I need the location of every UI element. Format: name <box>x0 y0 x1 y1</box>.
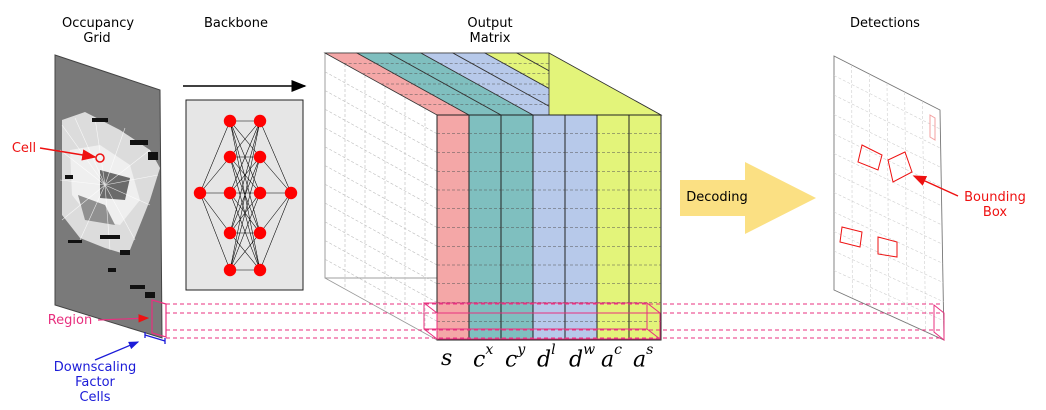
cell-arrow <box>39 147 97 161</box>
cell-label: Cell <box>11 141 37 156</box>
region-box <box>151 299 167 338</box>
bounding-box-arrow <box>912 175 959 197</box>
channel-label: as <box>633 342 654 373</box>
downscaling-bracket <box>144 334 166 342</box>
output-matrix-icon <box>323 52 663 341</box>
network-diagram-icon <box>185 99 304 291</box>
region-tube <box>166 303 940 339</box>
neuron-node <box>223 226 237 240</box>
bounding-box-shape <box>857 144 883 171</box>
channel-label: cx <box>473 342 494 373</box>
detections-grid-icon <box>833 55 945 341</box>
bounding-box-label: Bounding Box <box>964 190 1026 220</box>
region-label: Region <box>47 313 93 328</box>
channel-label: dw <box>569 342 596 373</box>
occupancy-grid-title: Occupancy Grid <box>62 16 135 46</box>
occupancy-grid-image-icon <box>54 54 163 339</box>
neuron-node <box>223 150 237 164</box>
neuron-node <box>223 263 237 277</box>
neuron-node <box>253 226 267 240</box>
neuron-node <box>253 263 267 277</box>
neuron-node <box>253 150 267 164</box>
decoding-arrow-icon <box>680 162 816 234</box>
bounding-box-shape <box>877 236 898 258</box>
channel-label: cy <box>505 342 526 373</box>
bounding-box-shape <box>887 151 913 183</box>
neuron-node <box>223 114 237 128</box>
output-matrix-title: Output Matrix <box>467 16 513 46</box>
neuron-node <box>284 186 298 200</box>
neuron-node <box>253 114 267 128</box>
neuron-node <box>253 186 267 200</box>
neuron-node <box>193 186 207 200</box>
neuron-node <box>223 186 237 200</box>
backbone-title: Backbone <box>203 16 268 31</box>
channel-label: dl <box>537 342 556 373</box>
downscaling-label: Downscaling Factor Cells <box>53 360 137 405</box>
detections-title: Detections <box>850 16 920 31</box>
bounding-box-shape <box>839 226 863 248</box>
downscaling-arrow <box>94 341 140 361</box>
channel-label: ac <box>601 342 622 373</box>
decoding-label: Decoding <box>686 190 748 205</box>
channel-label: s <box>441 346 453 371</box>
